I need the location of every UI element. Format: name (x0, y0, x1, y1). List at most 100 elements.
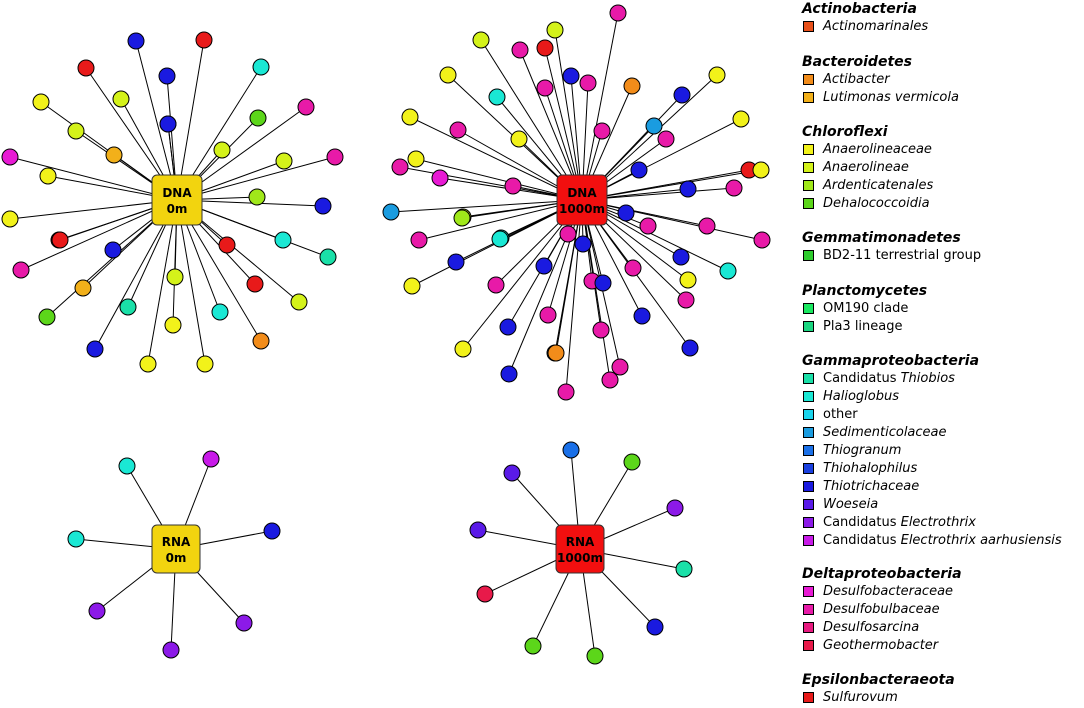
edge-dna0 (147, 199, 178, 365)
node-anaerolineaceae (454, 340, 472, 358)
nodes-layer (1, 4, 771, 665)
hub-box (555, 524, 605, 574)
node-thiotrichaceae (447, 253, 465, 271)
node-thiotrichaceae (646, 618, 664, 636)
node-desulfobulbaceae (677, 291, 695, 309)
node-desulfobulbaceae (725, 179, 743, 197)
node-anaerolineaceae (708, 66, 726, 84)
node-thiotrichaceae (574, 235, 592, 253)
legend-item: Desulfobacteraceae (802, 583, 962, 601)
edge-dna1000 (581, 118, 742, 201)
node-anaerolineae (166, 268, 184, 286)
node-anaerolineaceae (403, 277, 421, 295)
legend-swatch (803, 373, 814, 384)
edge-dna1000 (399, 166, 583, 201)
legend-item: Desulfobulbaceae (802, 601, 962, 619)
legend-swatch (803, 535, 814, 546)
node-ardenticatenales (248, 188, 266, 206)
node-halioglobus (211, 303, 229, 321)
legend-item: Thiogranum (802, 442, 1062, 460)
node-thiotrichaceae (158, 67, 176, 85)
node-thiotrichaceae (127, 32, 145, 50)
node-thiotrichaceae (681, 339, 699, 357)
node-candidatus-thiobios (675, 560, 693, 578)
node-anaerolineae (67, 122, 85, 140)
legend-group-title: Actinobacteria (802, 1, 917, 17)
legend-group-title: Gammaproteobacteria (802, 353, 980, 369)
node-desulfobulbaceae (639, 217, 657, 235)
node-desulfobulbaceae (449, 121, 467, 139)
node-sulfurovum (77, 59, 95, 77)
node-halioglobus (67, 530, 85, 548)
legend-swatch (803, 692, 814, 703)
legend-item-label: Desulfosarcina (823, 620, 920, 635)
legend-group-title: Chloroflexi (802, 124, 888, 140)
legend-swatch (803, 409, 814, 420)
hub-label-bottom: 1000m (559, 202, 605, 216)
node-anaerolineaceae (32, 93, 50, 111)
node-halioglobus (488, 88, 506, 106)
legend-swatch (803, 445, 814, 456)
node-desulfobulbaceae (511, 41, 529, 59)
legend-item-label: Desulfobacteraceae (823, 584, 954, 599)
legend-item-label: Dehalococcoidia (823, 196, 930, 211)
legend-item-label: Ardenticatenales (823, 178, 934, 193)
legend-swatch (803, 162, 814, 173)
node-thiotrichaceae (673, 86, 691, 104)
node-anaerolineaceae (164, 316, 182, 334)
edge-dna1000 (480, 39, 583, 201)
legend-swatch (803, 622, 814, 633)
legend-item: Candidatus Electrothrix aarhusiensis (802, 532, 1062, 550)
node-candidatus-electrothrix (235, 614, 253, 632)
node-candidatus-thiobios (119, 298, 137, 316)
hub-label-bottom: 1000m (557, 551, 603, 565)
node-desulfobacteraceae (1, 148, 19, 166)
legend-item: Actinomarinales (802, 18, 928, 36)
legend-group-title: Bacteroidetes (802, 54, 912, 70)
legend-item-label: Candidatus (823, 371, 901, 386)
legend-group-title: Epsilonbacteraeota (802, 672, 955, 688)
node-thiotrichaceae (617, 204, 635, 222)
legend-item: BD2-11 terrestrial group (802, 247, 981, 265)
node-sulfurovum (246, 275, 264, 293)
node-desulfobulbaceae (297, 98, 315, 116)
node-anaerolineaceae (139, 355, 157, 373)
node-desulfobulbaceae (698, 217, 716, 235)
node-desulfobacteraceae (431, 169, 449, 187)
node-anaerolineaceae (1, 210, 19, 228)
legend-item: Pla3 lineage (802, 318, 927, 336)
node-thiotrichaceae (159, 115, 177, 133)
node-thiotrichaceae (314, 197, 332, 215)
node-anaerolineaceae (510, 130, 528, 148)
legend-item-label: Anaerolineaceae (823, 142, 932, 157)
legend-item: Thiohalophilus (802, 460, 1062, 478)
node-desulfobulbaceae (609, 4, 627, 22)
node-thiotrichaceae (630, 161, 648, 179)
node-desulfobulbaceae (753, 231, 771, 249)
node-anaerolineaceae (39, 167, 57, 185)
node-halioglobus (274, 231, 292, 249)
edge-dna0 (176, 156, 336, 201)
legend-swatch (803, 499, 814, 510)
node-candidatus-electrothrix (162, 641, 180, 659)
node-ardenticatenales (453, 209, 471, 227)
legend-swatch (803, 250, 814, 261)
node-halioglobus (118, 457, 136, 475)
legend-swatch (803, 586, 814, 597)
node-desulfobulbaceae (579, 74, 597, 92)
edge-dna1000 (415, 158, 583, 201)
legend-item-label: Woeseia (823, 497, 879, 512)
node-dehalococcoidia (524, 637, 542, 655)
edge-dna1000 (581, 169, 762, 201)
node-actibacter (252, 332, 270, 350)
node-thiogranum (562, 441, 580, 459)
node-desulfobulbaceae (559, 225, 577, 243)
node-anaerolineaceae (732, 110, 750, 128)
node-desulfobulbaceae (657, 130, 675, 148)
